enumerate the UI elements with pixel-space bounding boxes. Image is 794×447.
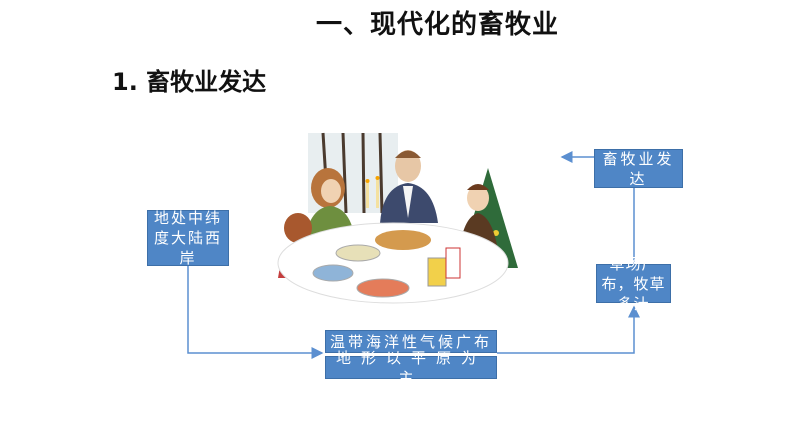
slide-title: 一、现代化的畜牧业 bbox=[316, 10, 560, 40]
arrow-climate-to-grass bbox=[497, 305, 640, 354]
arrow-west-to-climate bbox=[187, 266, 324, 359]
box-mid-latitude-west-coast: 地处中纬度大陆西岸 bbox=[147, 209, 229, 267]
box-livestock-developed: 畜牧业发达 bbox=[594, 149, 683, 188]
box-plains-terrain: 地形以平原为主 bbox=[325, 349, 497, 387]
section-heading: 1. 畜牧业发达 bbox=[112, 68, 267, 96]
box-grassland-widespread: 草场广布，牧草多汁 bbox=[596, 255, 671, 313]
family-dinner-illustration bbox=[277, 132, 518, 304]
box-maritime-climate: 温带海洋性气候广布 bbox=[325, 330, 497, 353]
